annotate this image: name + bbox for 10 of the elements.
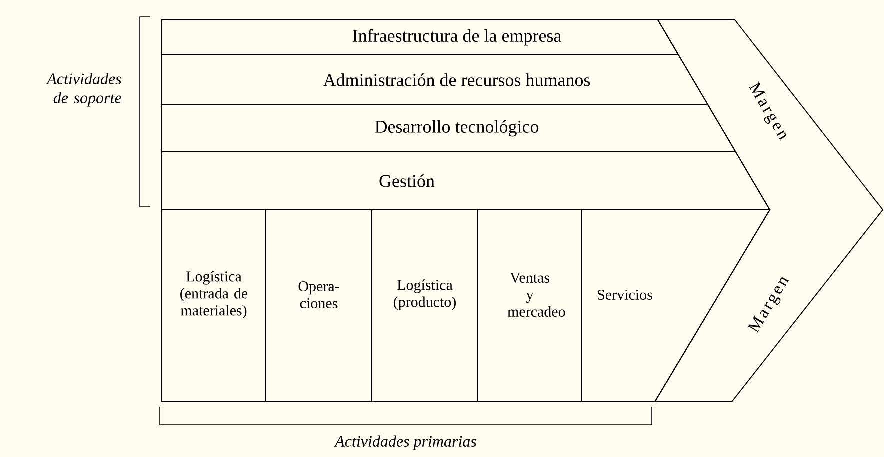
support-activity-band: Infraestructura de la empresa bbox=[162, 20, 680, 56]
support-activity-band: Desarrollo tecnológico bbox=[162, 104, 737, 152]
primary-activity-box: Logística (producto) bbox=[372, 210, 478, 402]
group-label: Actividades primarias bbox=[334, 436, 476, 450]
primary-activity-box: Opera- ciones bbox=[266, 210, 372, 402]
primary-activity-box: Ventas y mercadeo bbox=[478, 210, 582, 402]
group-label: Actividades de soporte bbox=[46, 73, 122, 107]
primary-activity-box: Logística (entrada de materiales) bbox=[162, 210, 266, 402]
support-activity-band: Administración de recursos humanos bbox=[162, 54, 709, 106]
support-activity-band: Gestión bbox=[162, 152, 771, 210]
